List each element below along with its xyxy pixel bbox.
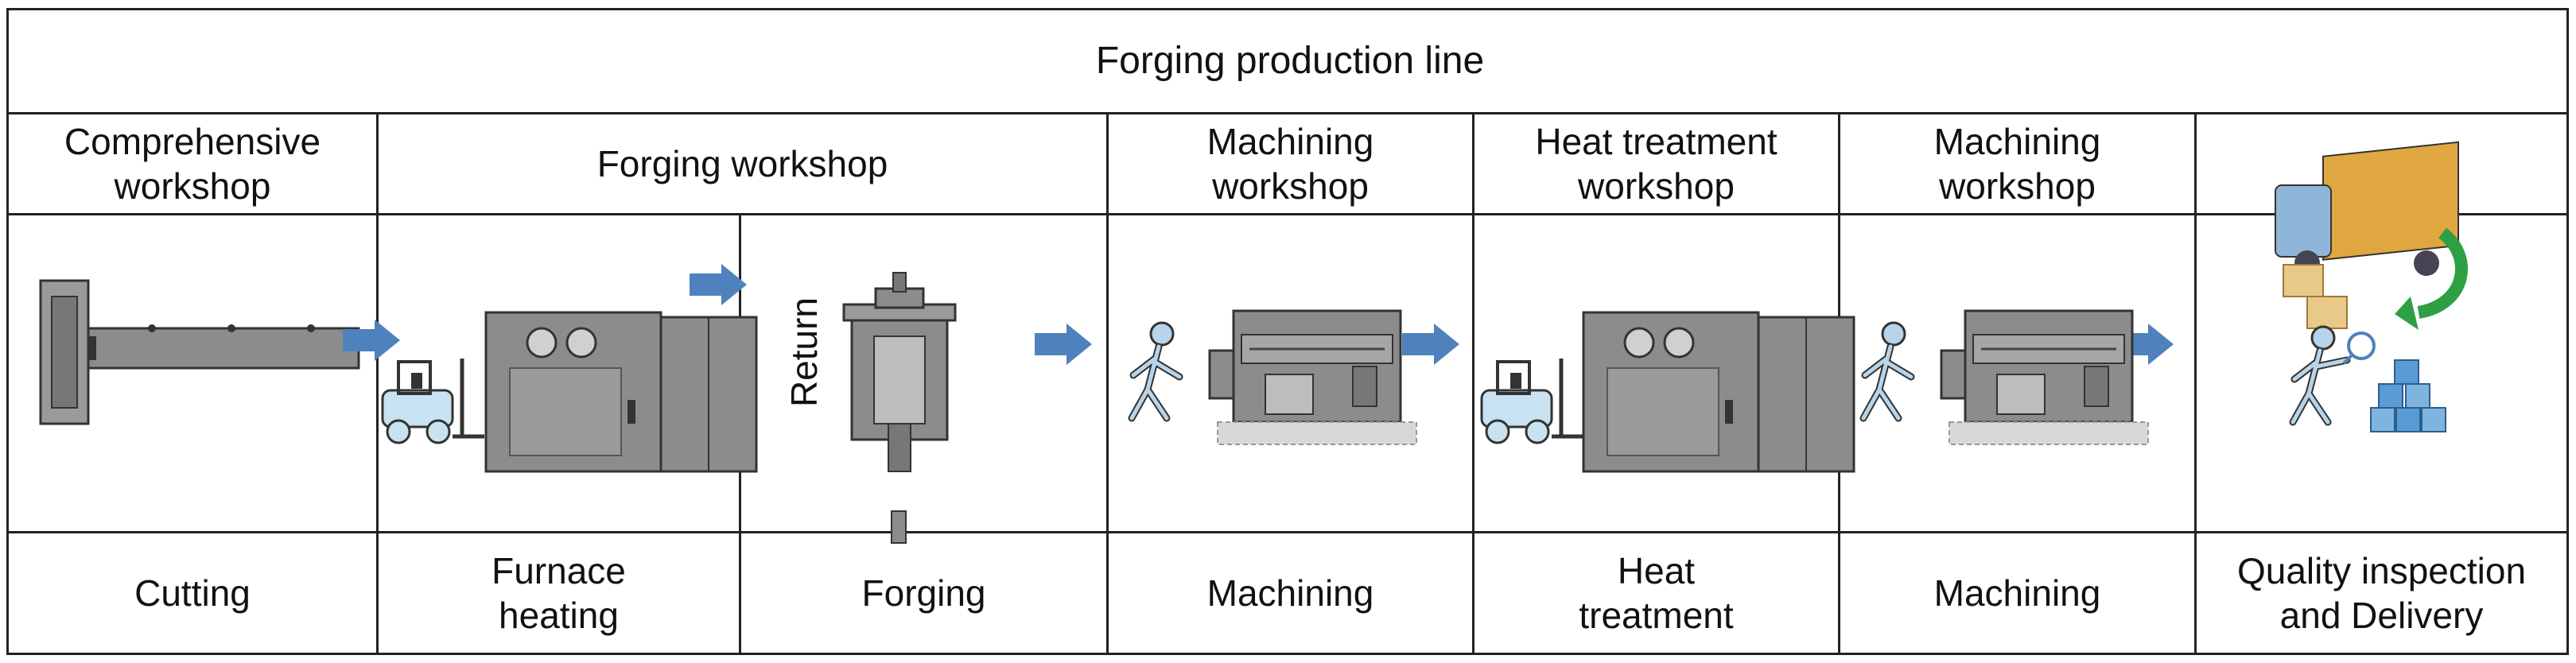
footer-divider <box>9 531 2566 533</box>
header-divider <box>9 213 2566 215</box>
saw-machine-icon <box>39 279 360 425</box>
worker-icon <box>1132 323 1179 418</box>
col-divider-3 <box>1106 112 1109 653</box>
process-illustrations <box>39 141 2468 544</box>
delivery-truck-icon <box>2275 141 2468 330</box>
workshop-comprehensive: Comprehensive workshop <box>64 121 321 207</box>
forklift-icon <box>1482 359 1583 443</box>
cnc-lathe-icon <box>1940 309 2150 446</box>
col-divider-1 <box>376 112 379 653</box>
flow-arrow-2 <box>690 264 747 305</box>
process-cutting: Cutting <box>134 572 251 614</box>
flow-arrow-3 <box>1035 324 1092 365</box>
workshop-machining-1: Machining workshop <box>1206 121 1374 207</box>
workshop-heat-treatment: Heat treatment workshop <box>1535 121 1778 207</box>
process-quality-delivery: Quality inspection and Delivery <box>2236 550 2527 636</box>
process-heat-treatment: Heat treatment <box>1579 550 1734 636</box>
flow-arrow-4 <box>1402 324 1459 365</box>
process-forging: Forging <box>861 572 986 614</box>
diagram-frame: Forging production line Comprehensive wo… <box>6 8 2569 655</box>
forklift-icon <box>383 359 484 443</box>
furnace-icon <box>484 311 758 473</box>
process-machining-2: Machining <box>1933 572 2101 614</box>
col-divider-6 <box>2194 112 2197 653</box>
workshop-machining-2: Machining workshop <box>1933 121 2101 207</box>
inspector-icon <box>2289 325 2376 426</box>
title-divider <box>9 112 2566 114</box>
worker-icon <box>1863 323 1911 418</box>
process-furnace-heating: Furnace heating <box>491 550 626 636</box>
furnace-icon <box>1582 311 1855 473</box>
cubes-icon <box>2370 359 2446 432</box>
cnc-lathe-icon <box>1208 309 1418 446</box>
col-divider-4 <box>1472 112 1474 653</box>
diagram-title: Forging production line <box>1095 40 1485 82</box>
process-machining-1: Machining <box>1206 572 1374 614</box>
forging-press-icon <box>842 272 957 544</box>
workshop-forging: Forging workshop <box>596 143 888 184</box>
